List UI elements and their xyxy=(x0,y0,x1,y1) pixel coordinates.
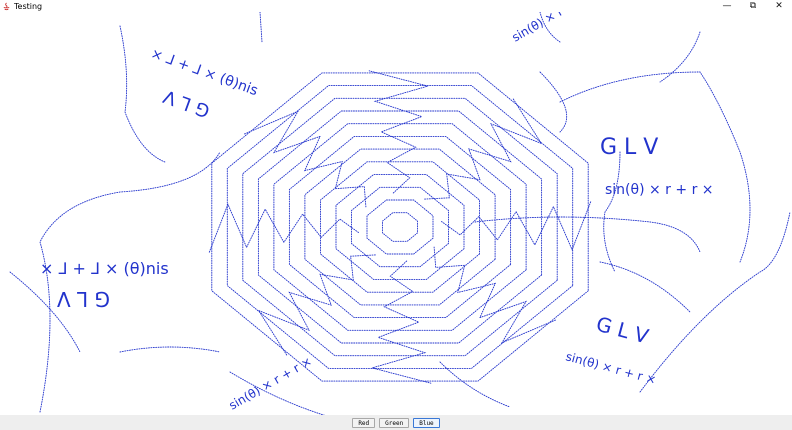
red-button[interactable]: Red xyxy=(352,417,376,428)
radial-zigzag xyxy=(441,201,592,251)
minimize-button[interactable]: — xyxy=(722,1,732,11)
label-glv-left: G L V xyxy=(57,287,110,311)
octagon-spiral xyxy=(208,70,592,384)
radial-zigzag xyxy=(424,98,543,200)
octagon-ring xyxy=(257,110,543,344)
radial-zigzag xyxy=(368,70,430,194)
drawing-canvas[interactable]: G L V sin(θ) × r + r × G L V sin(θ) × r … xyxy=(0,12,792,415)
radial-zigzag xyxy=(433,246,558,344)
octagon-ring xyxy=(226,85,574,369)
label-formula-lower-right: sin(θ) × r + r × xyxy=(564,349,657,387)
octagon-ring xyxy=(273,123,527,331)
label-formula-bottom: sin(θ) × r + r × xyxy=(227,354,315,413)
window-controls: — ⧉ ✕ xyxy=(714,0,792,12)
color-button-bar: Red Green Blue xyxy=(0,415,792,430)
label-glv-top-left: G L V xyxy=(160,85,213,121)
octagon-ring xyxy=(351,186,449,268)
octagon-ring xyxy=(335,174,465,280)
octagon-ring xyxy=(366,199,434,255)
radial-zigzag xyxy=(242,110,367,208)
octagon-ring xyxy=(320,161,480,293)
radial-zigzag xyxy=(208,203,359,253)
doodle-artwork: G L V sin(θ) × r + r × G L V sin(θ) × r … xyxy=(9,12,791,415)
octagon-ring xyxy=(288,135,512,319)
label-formula-right: sin(θ) × r + r × xyxy=(605,182,714,198)
green-button[interactable]: Green xyxy=(379,417,410,428)
handwritten-labels: G L V sin(θ) × r + r × G L V sin(θ) × r … xyxy=(40,12,714,413)
label-glv-right: G L V xyxy=(600,135,658,160)
restore-button[interactable]: ⧉ xyxy=(749,1,757,11)
octagon-ring xyxy=(304,148,496,306)
octagon-ring xyxy=(211,72,589,382)
blue-button[interactable]: Blue xyxy=(413,417,440,428)
freehand-curves xyxy=(9,12,791,415)
label-formula-top-left: × ⅃ + ⅃ × (θ)nis xyxy=(149,46,260,100)
window-title: Testing xyxy=(14,1,43,11)
title-bar: Testing — ⧉ ✕ xyxy=(0,0,792,12)
octagon-ring xyxy=(382,212,418,242)
label-formula-top: sin(θ) × r + r × xyxy=(510,12,598,45)
octagon-ring xyxy=(242,97,558,357)
radial-zigzag xyxy=(370,260,432,384)
label-formula-left: × ⅃ + ⅃ × (θ)nis xyxy=(40,259,169,278)
java-app-icon xyxy=(3,2,10,10)
label-glv-lower-right: G L V xyxy=(594,312,652,349)
close-button[interactable]: ✕ xyxy=(775,1,783,11)
radial-zigzag xyxy=(257,254,376,356)
